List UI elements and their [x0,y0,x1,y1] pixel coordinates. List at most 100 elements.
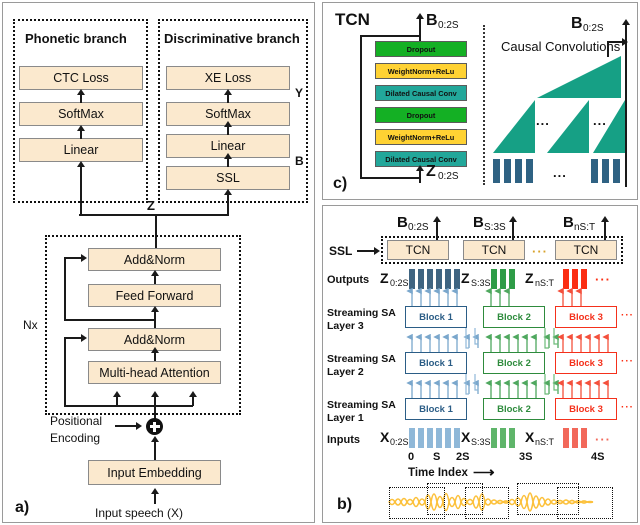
layer3-ellipsis: ··· [621,310,634,321]
causal-conv-output-arrowhead [622,19,630,25]
input-bars [409,428,587,448]
z-bus-stem [155,214,157,248]
tcn-input-sublabel: 0:2S [438,171,459,182]
layer1-block-1: Block 1 [405,398,467,420]
causal-conv-output-feed-head [622,38,628,46]
layer2-block-1: Block 1 [405,352,467,374]
tcn3-output-arrowhead [601,216,609,222]
ssl-label-panel-b: SSL [329,244,353,258]
positional-encoding-label-line2: Encoding [50,431,101,445]
row-label-layer2-line1: Streaming SA [327,353,396,365]
tcn-input-label: Z [426,163,436,180]
arrow-softmax-to-xe [227,93,229,103]
time-index-label: Time Index [408,467,468,479]
arrow-speech-to-embedding [154,492,156,504]
output-tag-1: Z [380,270,389,286]
input-tag-3-sub: nS:T [535,437,555,447]
panel-a-label: a) [15,499,30,516]
residual-mha-horizontal-top [64,337,82,339]
waveform-window-2 [427,483,483,515]
arrowhead-linear-to-softmax [77,125,85,131]
encoder-box [45,235,241,415]
tcn-title: TCN [335,10,370,29]
tcn-dilated-conv-box-2: Dilated Causal Conv [375,85,467,101]
label-y: Y [295,86,304,100]
label-z: Z [147,198,155,213]
ssl-box: SSL [166,166,290,190]
causal-conv-ellipsis-bars: ... [553,165,567,180]
tcn1-output-arrowhead [433,216,441,222]
tcn1-output-label: B [397,214,408,231]
layer3-block-3: Block 3 [555,306,617,328]
causal-convolutions-title: Causal Convolutions [501,39,621,54]
arrowhead-residual-mha [81,334,87,342]
tcn-box-3: TCN [555,240,617,260]
time-tick-2s: 2S [456,451,470,463]
arrowhead-linear-to-softmax-d [224,121,232,127]
qkv-right-arrowhead [189,391,197,397]
arrow-z-to-linear [80,165,82,215]
output-tag-3: Z [525,270,534,286]
tcn2-output-label: B [473,214,484,231]
softmax-box-phonetic: SoftMax [19,102,143,126]
arrow-ff-to-addnorm [154,274,156,284]
residual-mha-vertical [64,337,66,407]
tcn-row-box [381,236,623,264]
arrowhead-z-to-ssl [224,189,232,195]
causal-convolutions-graphic [493,56,625,183]
tcn3-output-label: B [563,214,574,231]
multihead-attention-box: Multi-head Attention [88,361,221,384]
panel-b-label: b) [337,496,353,513]
row-label-layer1-line2: Layer 1 [327,412,364,424]
label-b: B [295,154,304,168]
arrowhead-softmax-to-xe [224,89,232,95]
tcn-residual-vertical [360,35,362,179]
output-tag-3-sub: nS:T [535,278,555,288]
time-tick-3s: 3S [519,451,533,463]
layer3-block-1: Block 1 [405,306,467,328]
time-tick-s: S [433,451,441,463]
z-bus-line [79,214,229,216]
inputs-row-ellipsis: ··· [595,432,611,447]
input-tag-2-sub: S:3S [471,437,491,447]
row-label-layer3-line2: Layer 3 [327,320,364,332]
panel-a: Phonetic branch CTC Loss SoftMax Linear … [2,2,315,523]
residual-mha-horizontal-bottom [64,405,154,407]
ssl-arrow-line [357,250,375,252]
discriminative-branch-title: Discriminative branch [164,31,300,46]
arrowhead-residual-ff [81,254,87,262]
xe-loss-box: XE Loss [166,66,290,90]
tcn2-output-sublabel: S:3S [484,222,506,233]
arrowhead-addnorm2-to-ff [151,306,159,312]
output-tag-1-sub: 0:2S [390,278,409,288]
layer1-block-3: Block 3 [555,398,617,420]
tcn-dropout-box-2: Dropout [375,41,467,57]
outputs-row-ellipsis: ··· [595,272,611,287]
qkv-center-arrowhead [151,391,159,397]
arrow-mha-to-addnorm2 [154,351,156,361]
arrowhead-ssl-to-linear [224,153,232,159]
ssl-arrowhead [374,247,380,255]
tcn-residual-bottom [360,177,419,179]
arrow-addnorm2-to-ff [154,310,156,328]
arrow-ssl-to-linear [227,157,229,167]
tcn1-output-arrow [436,220,438,240]
positional-encoding-arrowhead [136,422,142,430]
time-tick-0: 0 [408,451,415,463]
tcn-output-arrowhead [416,13,424,19]
tcn-dropout-box-1: Dropout [375,107,467,123]
residual-ff-vertical [64,257,66,320]
qkv-right-stem [192,395,194,406]
causal-conv-output-feed-stem [607,41,609,57]
input-tag-3: X [525,429,535,445]
qkv-feed-stem [154,405,156,427]
residual-ff-horizontal-bottom [64,319,154,321]
causal-conv-output-sublabel: 0:2S [583,23,604,34]
input-tag-1: X [380,429,390,445]
speech-waveform [388,492,594,512]
waveform-window-1 [389,487,445,519]
tcn-weightnorm-box-1: WeightNorm+ReLu [375,129,467,145]
causal-conv-output-arrow [625,23,627,187]
time-tick-4s: 4S [591,451,605,463]
